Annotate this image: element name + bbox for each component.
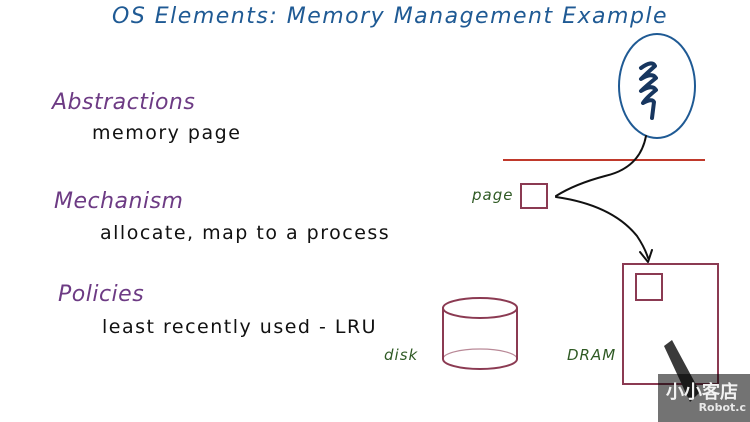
policies-text: least recently used - LRU <box>102 316 378 338</box>
watermark: 小小客店 Robot.c <box>658 374 750 422</box>
mechanism-text: allocate, map to a process <box>100 222 391 244</box>
process-ellipse <box>618 33 696 139</box>
disk-label: disk <box>384 346 419 364</box>
abstractions-text: memory page <box>92 122 242 144</box>
page-square <box>520 183 548 209</box>
watermark-line1: 小小客店 <box>666 382 738 403</box>
mechanism-heading: Mechanism <box>54 189 184 214</box>
process-squiggle-icon <box>639 61 658 120</box>
dram-page-square <box>635 273 663 301</box>
watermark-line2: Robot.c <box>698 401 746 414</box>
slide-title: OS Elements: Memory Management Example <box>112 4 669 29</box>
policies-heading: Policies <box>58 282 145 307</box>
dram-label: DRAM <box>567 346 617 364</box>
disk-cylinder-icon <box>442 297 518 370</box>
dram-rect <box>622 263 719 385</box>
page-label: page <box>472 186 514 204</box>
page-to-dram-curve <box>555 196 649 259</box>
process-to-page-curve <box>555 135 647 197</box>
abstractions-heading: Abstractions <box>52 90 196 115</box>
arrowhead-icon <box>639 249 653 263</box>
